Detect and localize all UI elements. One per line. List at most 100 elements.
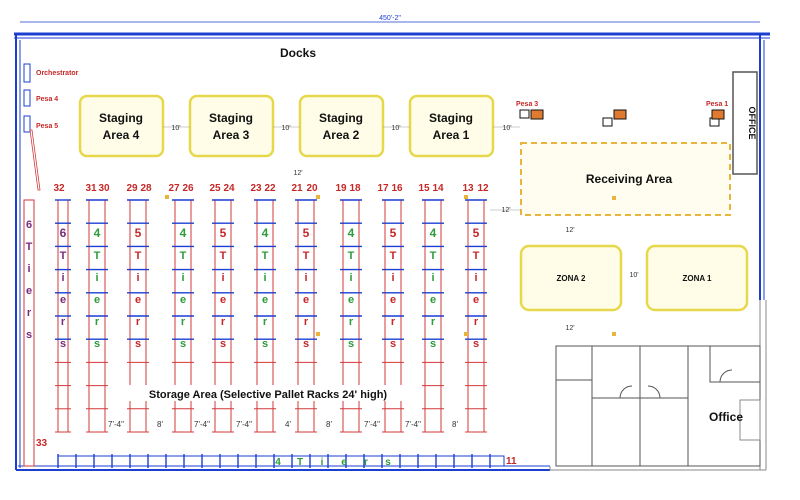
tier-letter: T [303, 250, 310, 262]
gap-10-d: 10' [502, 125, 511, 132]
left-tier-letter: i [27, 263, 30, 275]
tier-letter: i [221, 272, 224, 284]
tier-letter: i [391, 272, 394, 284]
tier-digit: 4 [430, 226, 437, 240]
rack-number: 20 [306, 183, 318, 194]
tier-letter: r [221, 316, 226, 328]
tier-digit: 5 [303, 226, 310, 240]
bottom-tier-letter: e [341, 457, 347, 468]
tier-letter: e [135, 294, 141, 306]
pesa-4-label: Pesa 4 [36, 96, 58, 103]
tier-letter: s [262, 338, 268, 350]
tier-letter: s [60, 338, 66, 350]
rack-number: 19 [335, 183, 347, 194]
tier-letter: i [431, 272, 434, 284]
marker-dot [165, 195, 169, 199]
rack-number: 29 [126, 183, 138, 194]
tier-digit: 5 [135, 226, 142, 240]
rack-number: 32 [53, 183, 65, 194]
tier-letter: e [60, 294, 66, 306]
pesa-3-label: Pesa 3 [516, 101, 538, 108]
rack-number: 16 [391, 183, 403, 194]
tier-letter: r [136, 316, 141, 328]
bottom-tier-letter: i [321, 457, 324, 468]
tier-letter: r [181, 316, 186, 328]
tier-letter: i [136, 272, 139, 284]
rack-number: 12 [477, 183, 489, 194]
gap-12-zona-top: 12' [565, 227, 574, 234]
rack-number: 14 [432, 183, 444, 194]
staging-area-1: Staging Area 1 [408, 94, 495, 158]
office-rooms [555, 345, 761, 467]
tier-letter: r [349, 316, 354, 328]
tier-letter: s [473, 338, 479, 350]
rack-number: 25 [209, 183, 221, 194]
tier-letter: T [180, 250, 187, 262]
gap-10-c: 10' [391, 125, 400, 132]
staging-area-4-line1: Staging [99, 111, 143, 125]
rack-number: 26 [182, 183, 194, 194]
rack-number: 21 [291, 183, 303, 194]
tier-digit: 4 [180, 226, 187, 240]
tier-digit: 5 [473, 226, 480, 240]
aisle-dimension: 7'-4" [236, 420, 252, 429]
zona-1: ZONA 1 [645, 244, 749, 312]
tier-letter: T [60, 250, 67, 262]
left-tier-letter: e [26, 285, 32, 297]
gap-10-b: 10' [281, 125, 290, 132]
receiving-area-label: Receiving Area [586, 172, 673, 186]
staging-area-3-line2: Area 3 [213, 128, 250, 142]
pesa-5-label: Pesa 5 [36, 123, 58, 130]
tier-digit: 4 [348, 226, 355, 240]
pallet-racks: 6Tiers6Tiers4Tiers5Tiers4Tiers5Tiers4Tie… [23, 183, 616, 467]
bottom-tier-letter: T [297, 457, 303, 468]
storage-area-label: Storage Area (Selective Pallet Racks 24'… [149, 389, 388, 401]
marker-dot [612, 332, 616, 336]
rack-number-11: 11 [506, 456, 517, 467]
tier-letter: T [390, 250, 397, 262]
aisle-dimension: 7'-4" [364, 420, 380, 429]
tier-digit: 4 [262, 226, 269, 240]
gap-10-a: 10' [171, 125, 180, 132]
staging-area-1-line1: Staging [429, 111, 473, 125]
rack-number: 28 [140, 183, 152, 194]
zona-1-label: ZONA 1 [682, 274, 712, 283]
tier-letter: T [473, 250, 480, 262]
tier-letter: s [94, 338, 100, 350]
rack-number: 13 [462, 183, 474, 194]
rack-left-wall [23, 199, 35, 467]
tier-letter: r [391, 316, 396, 328]
tier-letter: e [262, 294, 268, 306]
tier-letter: s [180, 338, 186, 350]
tier-digit: 5 [220, 226, 227, 240]
aisle-dimension: 8' [157, 420, 163, 429]
tier-letter: i [304, 272, 307, 284]
zona-2-label: ZONA 2 [556, 274, 586, 283]
tier-letter: s [390, 338, 396, 350]
overall-dimension-label: 450'-2" [379, 15, 401, 22]
tier-letter: T [220, 250, 227, 262]
bottom-rack-body [57, 455, 505, 467]
tier-letter: T [348, 250, 355, 262]
tier-letter: s [430, 338, 436, 350]
bottom-tier-letter: r [364, 457, 368, 468]
rack-number: 18 [349, 183, 361, 194]
aisle-dimension: 4' [285, 420, 291, 429]
marker-dot [316, 332, 320, 336]
staging-area-4: Staging Area 4 [78, 94, 165, 158]
docks-label: Docks [280, 46, 316, 60]
gap-12-receiving: 12' [501, 207, 510, 214]
tier-letter: e [303, 294, 309, 306]
office-label: Office [709, 410, 743, 424]
gap-12-staging: 12' [293, 170, 302, 177]
rack-number: 15 [418, 183, 430, 194]
tier-letter: r [304, 316, 309, 328]
aisle-dimension: 7'-4" [194, 420, 210, 429]
tier-letter: s [220, 338, 226, 350]
staging-area-2-line2: Area 2 [323, 128, 360, 142]
aisle-dimension: 8' [326, 420, 332, 429]
gap-12-zona-bottom: 12' [565, 325, 574, 332]
left-tier-letter: T [26, 241, 33, 253]
tier-digit: 5 [390, 226, 397, 240]
